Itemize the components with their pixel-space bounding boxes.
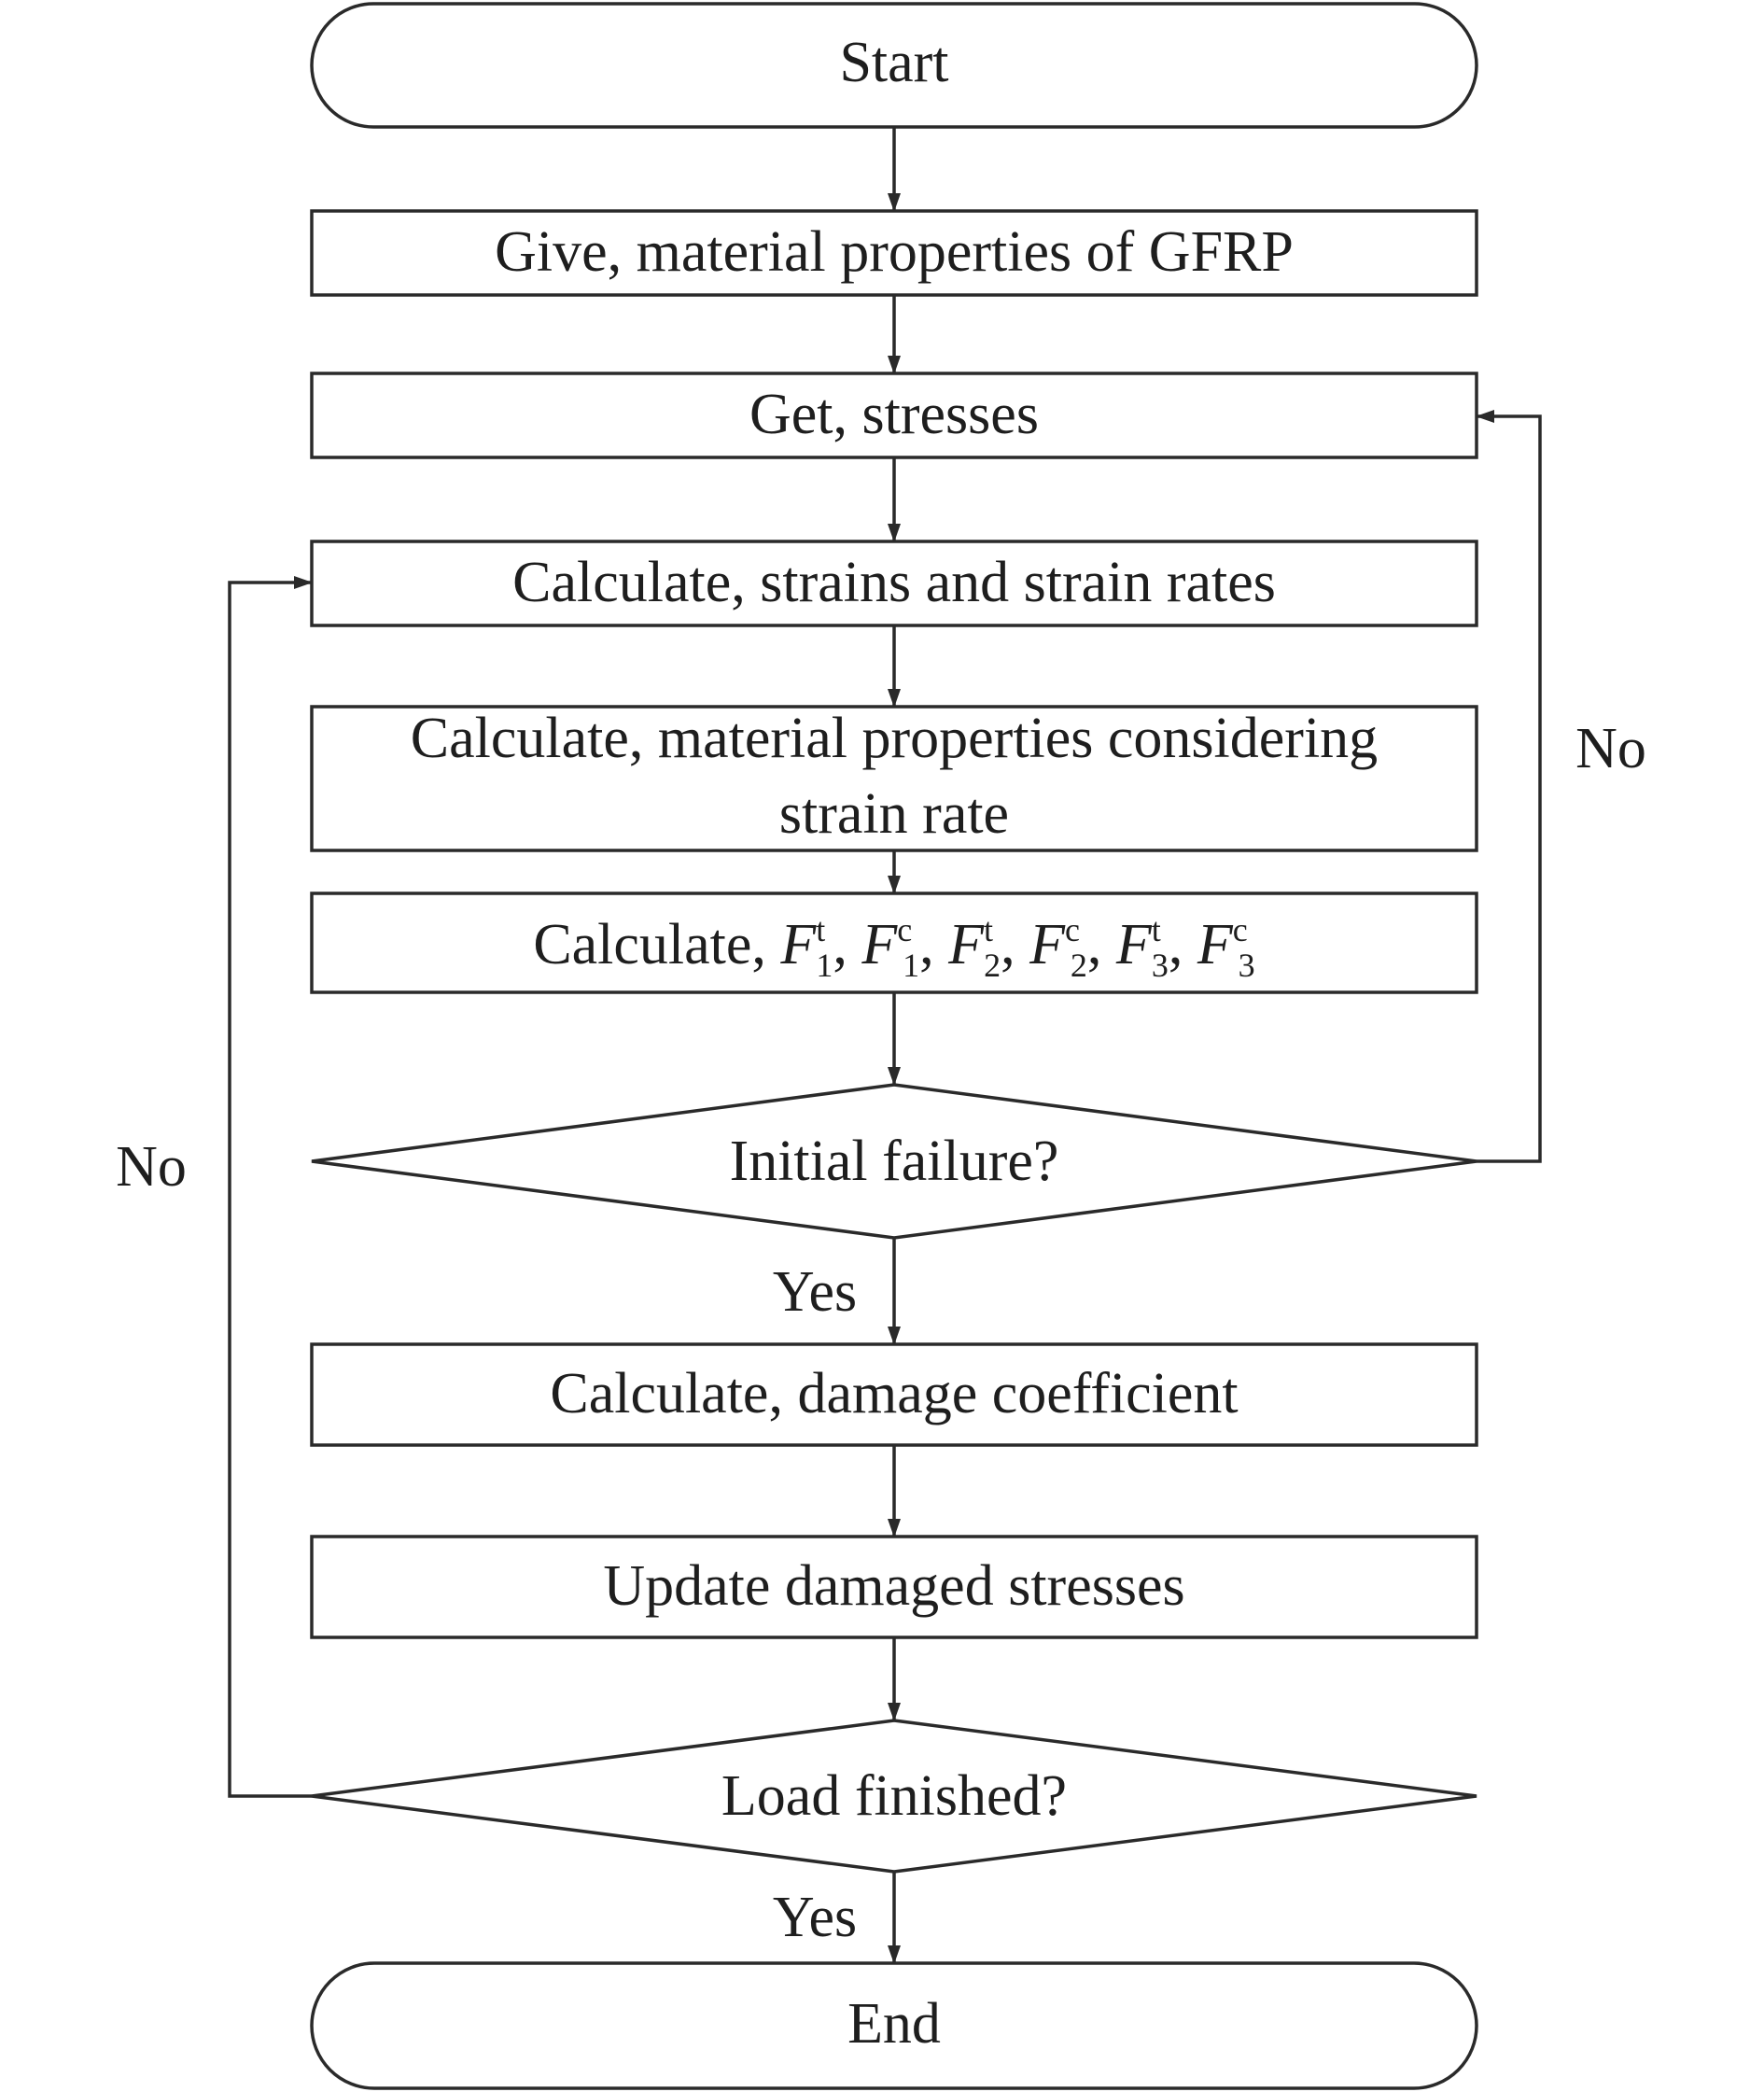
f-separator: ,	[1087, 913, 1116, 976]
load-finished-label: Load finished?	[721, 1764, 1067, 1828]
no-label-load-finished: No	[116, 1135, 187, 1199]
f-separator: ,	[1169, 913, 1197, 976]
f-subscript: 2	[1071, 947, 1087, 984]
f-subscript: 3	[1239, 947, 1255, 984]
f-subscript: 1	[816, 947, 833, 984]
give-properties-label: Give, material properties of GFRP	[495, 220, 1294, 284]
end-label: End	[847, 1992, 941, 2056]
update-stresses-box	[310, 1535, 1478, 1639]
f-superscript: t	[816, 911, 825, 948]
f-symbol: F	[861, 913, 898, 976]
start-label: Start	[839, 31, 948, 94]
f-superscript: c	[1233, 911, 1248, 948]
yes-label-initial-failure: Yes	[773, 1260, 857, 1324]
f-subscript: 1	[903, 947, 919, 984]
f-separator: ,	[1001, 913, 1029, 976]
f-symbol: F	[1115, 913, 1153, 976]
f-superscript: t	[984, 911, 993, 948]
arrow-load-finished-no-loop	[228, 576, 313, 1798]
f-symbol: F	[947, 913, 985, 976]
give-properties-box	[310, 209, 1478, 297]
get-stresses-label: Get, stresses	[749, 383, 1039, 446]
calc-f-prefix: Calculate,	[533, 913, 780, 976]
no-label-initial-failure: No	[1575, 717, 1646, 780]
calc-strains-label: Calculate, strains and strain rates	[512, 551, 1276, 614]
calc-damage-label: Calculate, damage coefficient	[550, 1362, 1238, 1425]
update-stresses-label: Update damaged stresses	[603, 1554, 1184, 1618]
calc-strains-box	[310, 540, 1478, 627]
initial-failure-label: Initial failure?	[730, 1130, 1059, 1193]
f-separator: ,	[919, 913, 948, 976]
f-symbol: F	[1197, 913, 1234, 976]
calc-properties-label-line1: Calculate, material properties consideri…	[411, 707, 1378, 770]
f-subscript: 3	[1152, 947, 1169, 984]
f-superscript: t	[1152, 911, 1161, 948]
calc-damage-box	[310, 1342, 1478, 1447]
f-superscript: c	[1065, 911, 1080, 948]
f-subscript: 2	[984, 947, 1001, 984]
f-separator: ,	[833, 913, 861, 976]
arrow-initial-failure-no-loop	[1476, 410, 1542, 1163]
yes-label-load-finished: Yes	[773, 1886, 857, 1949]
calc-properties-label-line2: strain rate	[779, 782, 1009, 846]
f-symbol: F	[779, 913, 817, 976]
f-superscript: c	[897, 911, 912, 948]
f-symbol: F	[1029, 913, 1066, 976]
